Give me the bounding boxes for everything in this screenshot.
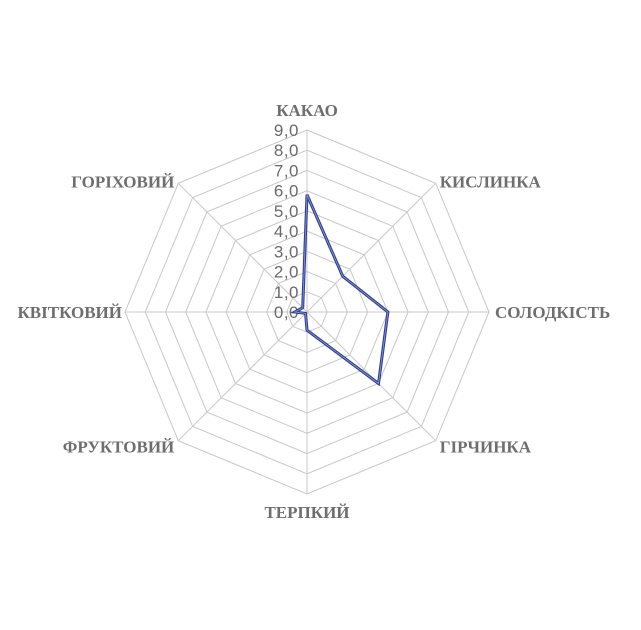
tick-label: 9,0 xyxy=(274,121,299,140)
category-label: ГІРЧИНКА xyxy=(440,438,532,457)
category-label: КИСЛИНКА xyxy=(440,172,542,191)
category-label: СОЛОДКІСТЬ xyxy=(495,303,610,322)
axis-spoke-6 xyxy=(177,311,308,442)
tick-label: 0,0 xyxy=(274,303,299,322)
series-line xyxy=(290,194,390,387)
grid xyxy=(124,129,490,495)
category-label: КАКАО xyxy=(276,101,338,120)
category-labels: КАКАО КИСЛИНКА СОЛОДКІСТЬ ГІРЧИНКА ТЕРПКИЙ ФР… xyxy=(17,101,610,522)
category-label: ТЕРПКИЙ xyxy=(264,503,349,522)
tick-label: 5,0 xyxy=(274,202,299,221)
category-label: ФРУКТОВИЙ xyxy=(63,438,175,457)
tick-label: 6,0 xyxy=(274,182,299,201)
series-line-highlight xyxy=(293,194,389,385)
category-label: КВІТКОВИЙ xyxy=(17,303,122,322)
tick-label: 3,0 xyxy=(274,242,299,261)
category-label: ГОРІХОВИЙ xyxy=(71,172,174,191)
tick-label: 7,0 xyxy=(274,161,299,180)
radial-ticks: 0,01,02,0 3,04,05,06,0 7,08,09,0 xyxy=(274,121,299,322)
axis-spoke-8 xyxy=(177,182,308,313)
axis-spoke-2 xyxy=(306,182,437,313)
tick-label: 8,0 xyxy=(274,141,299,160)
tick-label: 1,0 xyxy=(274,283,299,302)
tick-label: 4,0 xyxy=(274,222,299,241)
series xyxy=(290,194,390,387)
tick-label: 2,0 xyxy=(274,263,299,282)
